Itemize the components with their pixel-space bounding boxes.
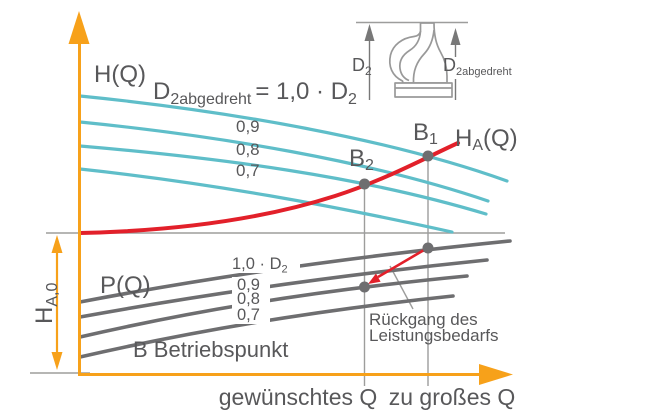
h-trim-label-0.9: 0,9 [236, 117, 260, 136]
power-point-full-dot [422, 242, 434, 254]
power-reduction-arrow-line [377, 248, 425, 279]
x-axis-arrow-icon [479, 364, 513, 385]
x-label-too-large-q: zu großes Q [389, 384, 516, 410]
point-b1-dot [422, 150, 434, 162]
point-b2-dot [359, 178, 370, 190]
x-label-desired-q: gewünschtes Q [219, 384, 378, 410]
system-curve [78, 141, 460, 235]
p-label-0.8: 0,8 [237, 290, 260, 308]
power-point-trimmed-dot [359, 281, 370, 293]
gap-0.8 [232, 291, 270, 307]
h-curves [78, 94, 509, 234]
annotation-line2: Leistungsbedarfs [369, 326, 498, 345]
gap-0.7 [232, 306, 270, 324]
impeller-vane-right [412, 29, 435, 84]
impeller-body [388, 22, 448, 84]
h-curve-0.8 [78, 144, 488, 216]
p-label-0.7: 0,7 [237, 306, 260, 324]
operating-point-label: B Betriebspunkt [133, 337, 288, 362]
p-axis-label: P(Q) [100, 272, 151, 299]
power-reduction-arrowhead-icon [368, 273, 381, 284]
p-label-1.0: 1,0 · D2 [232, 255, 288, 276]
dim-left-arrow-icon [364, 24, 375, 41]
impeller-vane-left [398, 30, 422, 82]
h-curve-0.9 [78, 120, 490, 203]
dim-right-arrow-icon [450, 28, 461, 45]
impeller-dimensions [364, 24, 461, 100]
ha0-arrow-down-icon [51, 352, 63, 370]
h-curve-1.0 [78, 94, 509, 183]
impeller-dim-right-label: D2abgedreht [443, 55, 512, 78]
impeller-icon [388, 22, 453, 98]
h-trim-label-0.7: 0,7 [236, 161, 260, 180]
annotation-line1: Rückgang des [369, 310, 478, 329]
trim-formula: D2abgedreht= 1,0 · D2 [153, 78, 357, 108]
ha0-arrow-up-icon [51, 235, 63, 253]
p-curve-label-gaps [228, 255, 300, 324]
system-curve-label: HA(Q) [455, 125, 518, 154]
point-dots [359, 150, 434, 293]
point-b2-label: B2 [349, 145, 374, 174]
impeller-base [394, 82, 453, 98]
gap-1.0 [228, 255, 300, 273]
axes [78, 40, 482, 376]
h-trim-label-0.8: 0,8 [236, 140, 260, 159]
ha0-label: HA,0 [31, 283, 61, 324]
h-curve-0.7 [78, 167, 454, 234]
p-label-0.9: 0,9 [237, 276, 260, 294]
h-axis-label: H(Q) [94, 61, 146, 88]
point-b1-label: B1 [413, 119, 438, 148]
gap-0.9 [232, 277, 270, 292]
impeller-dim-left-label: D2 [352, 55, 372, 78]
y-axis-arrow-icon [68, 11, 90, 44]
